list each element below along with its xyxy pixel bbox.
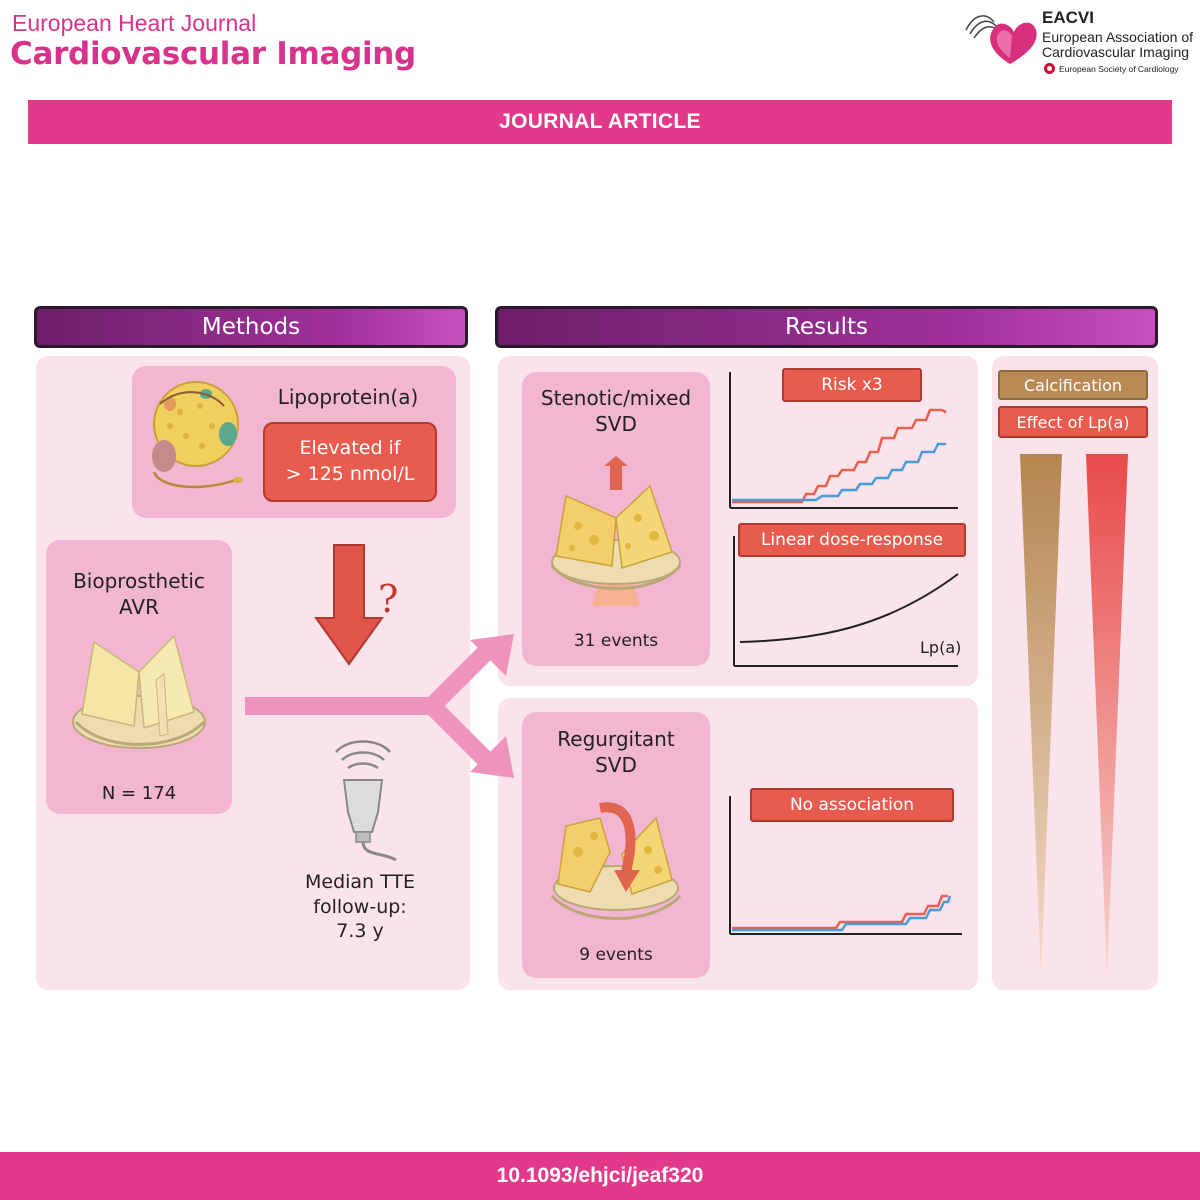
esc-logo-icon — [1044, 63, 1055, 74]
bioprosthetic-valve-icon — [72, 634, 206, 749]
elevated-line2: > 125 nmol/L — [285, 463, 415, 485]
doi-footer: 10.1093/ehjci/jeaf320 — [0, 1152, 1200, 1200]
calcification-wedge — [1020, 454, 1062, 976]
journal-name: European Heart Journal — [12, 10, 257, 36]
regurgitant-svd-title: Regurgitant SVD — [522, 726, 710, 778]
stenotic-svd-title: Stenotic/mixed SVD — [522, 385, 710, 437]
lpa-effect-wedge — [1086, 454, 1128, 976]
avr-line2: AVR — [119, 595, 159, 619]
red-down-arrow — [314, 544, 384, 666]
eacvi-title: EACVI — [1042, 8, 1094, 27]
ultrasound-probe-icon — [335, 740, 397, 862]
regurgitant-risk-chart — [729, 796, 962, 935]
regurgitant-normal-curve — [732, 895, 952, 932]
bioprosthetic-avr-title: Bioprosthetic AVR — [46, 568, 232, 620]
stenotic-line1: Stenotic/mixed — [540, 386, 692, 410]
dose-response-label: Linear dose-response — [738, 523, 966, 557]
lipoprotein-particle-icon — [152, 381, 243, 489]
calcification-label: Calcification — [998, 370, 1148, 400]
elevated-line1: Elevated if — [299, 437, 401, 460]
lpa-axis-label: Lp(a) — [920, 638, 962, 657]
article-type-banner: JOURNAL ARTICLE — [28, 100, 1172, 144]
tte-follow-up-label: Median TTE follow-up: 7.3 y — [280, 870, 440, 944]
methods-heading: Methods — [34, 306, 468, 348]
regurgitant-line2: SVD — [595, 753, 637, 777]
question-mark: ? — [378, 577, 398, 621]
elevated-threshold-label: Elevated if > 125 nmol/L — [263, 422, 437, 502]
stenotic-events-count: 31 events — [573, 631, 659, 651]
eacvi-subtitle-line2: Cardiovascular Imaging — [1042, 44, 1190, 60]
regurgitant-line1: Regurgitant — [557, 727, 675, 751]
results-heading: Results — [495, 306, 1158, 348]
risk-label: Risk x3 — [782, 368, 922, 402]
lipoprotein-title: Lipoprotein(a) — [277, 385, 419, 409]
eacvi-heart-logo-icon — [965, 15, 1037, 64]
cumulative-risk-chart — [729, 372, 958, 509]
tte-line3: 7.3 y — [336, 920, 384, 943]
regurgitant-valve-icon — [550, 802, 682, 920]
upper-branch-arrowhead — [470, 634, 514, 676]
esc-credit: European Society of Cardiology — [1044, 63, 1179, 74]
elevated-lpa-curve — [732, 408, 947, 504]
tte-line2: follow-up: — [313, 895, 407, 918]
gradient-panel — [992, 356, 1158, 990]
stenotic-valve-icon — [550, 456, 682, 606]
lower-branch-arrowhead — [470, 736, 514, 778]
regurgitant-elevated-curve — [732, 894, 948, 930]
esc-text: European Society of Cardiology — [1059, 63, 1179, 74]
eacvi-subtitle-line1: European Association of — [1042, 29, 1193, 45]
dose-response-curve — [739, 573, 959, 643]
gradient-wedges — [1020, 454, 1128, 976]
no-association-label: No association — [750, 788, 954, 822]
avr-line1: Bioprosthetic — [73, 569, 205, 593]
dose-response-chart — [733, 536, 959, 667]
journal-title: Cardiovascular Imaging — [10, 36, 416, 72]
regurgitant-events-count: 9 events — [579, 945, 653, 965]
tte-line1: Median TTE — [304, 871, 416, 893]
effect-of-lpa-label: Effect of Lp(a) — [998, 406, 1148, 438]
regurgitant-svd-box — [522, 712, 710, 978]
normal-lpa-curve — [732, 442, 946, 502]
sample-size-label: N = 174 — [101, 783, 177, 804]
stenotic-line2: SVD — [595, 412, 637, 436]
